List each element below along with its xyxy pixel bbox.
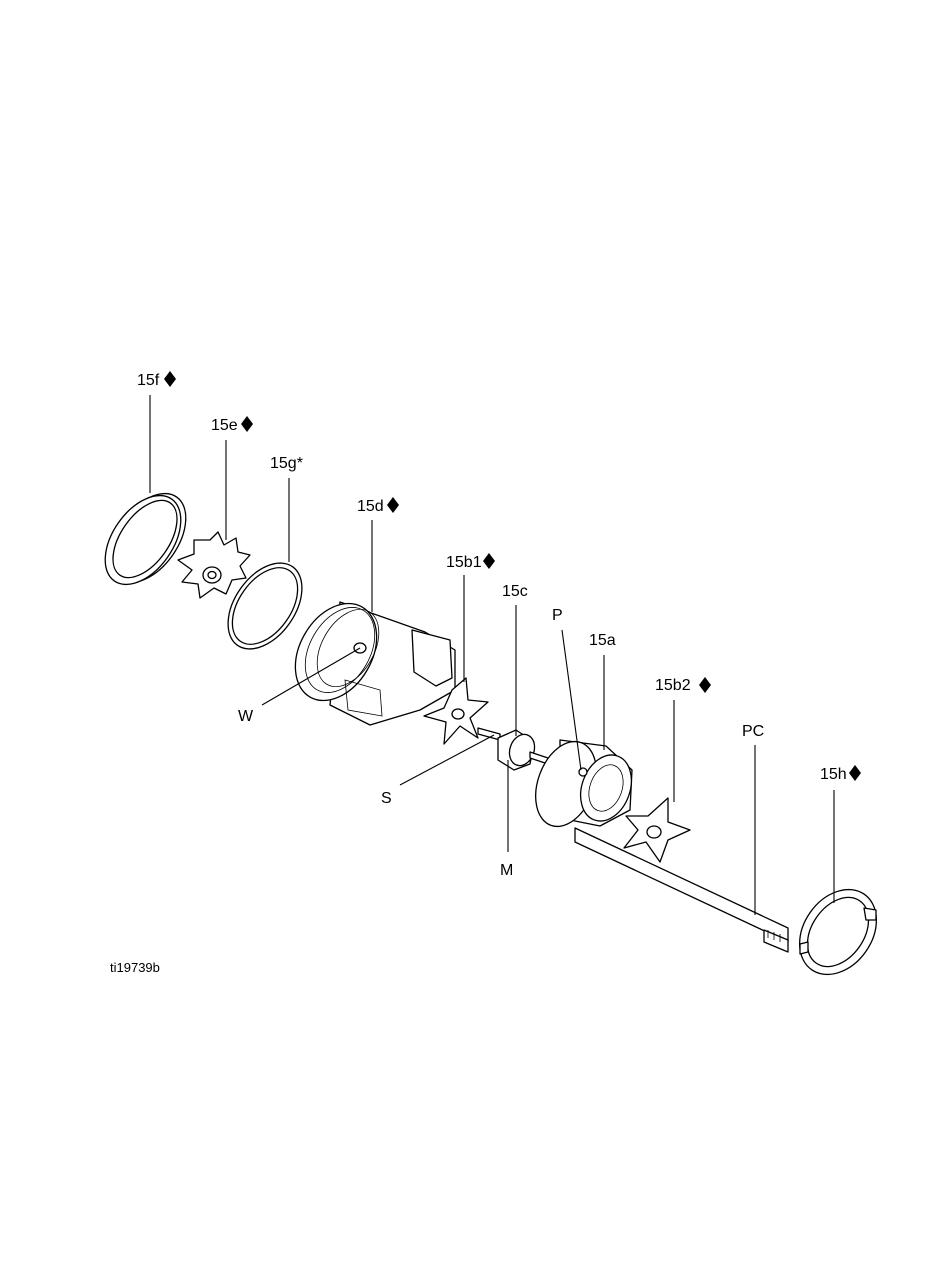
diamond-icon — [483, 553, 495, 569]
diamond-icon — [387, 497, 399, 513]
callout-M: M — [500, 862, 513, 879]
callout-15h: 15h — [820, 766, 847, 783]
part-15d-housing — [279, 589, 455, 725]
diamond-icon — [164, 371, 176, 387]
part-15c-motor — [478, 728, 548, 770]
callout-15g: 15g* — [270, 455, 303, 472]
callout-15b1: 15b1 — [446, 554, 482, 571]
part-pc-circuit-board — [575, 828, 788, 952]
figure-id: ti19739b — [110, 960, 160, 975]
callout-15b2: 15b2 — [655, 677, 691, 694]
leader-lines — [150, 395, 834, 915]
callout-15d: 15d — [357, 498, 384, 515]
callout-15e: 15e — [211, 417, 238, 434]
diamond-icon — [849, 765, 861, 781]
callout-15a: 15a — [589, 632, 616, 649]
callout-15c: 15c — [502, 583, 528, 600]
part-15a-cover — [525, 733, 641, 835]
callout-S: S — [381, 790, 392, 807]
part-15e-vane — [178, 532, 250, 598]
diamond-icon — [699, 677, 711, 693]
part-15h-plate — [784, 875, 892, 989]
diamond-icon — [241, 416, 253, 432]
callout-15f: 15f — [137, 372, 160, 389]
callout-W: W — [238, 708, 254, 725]
callout-PC: PC — [742, 723, 764, 740]
callout-P: P — [552, 607, 563, 624]
part-15b2-star — [624, 798, 690, 862]
